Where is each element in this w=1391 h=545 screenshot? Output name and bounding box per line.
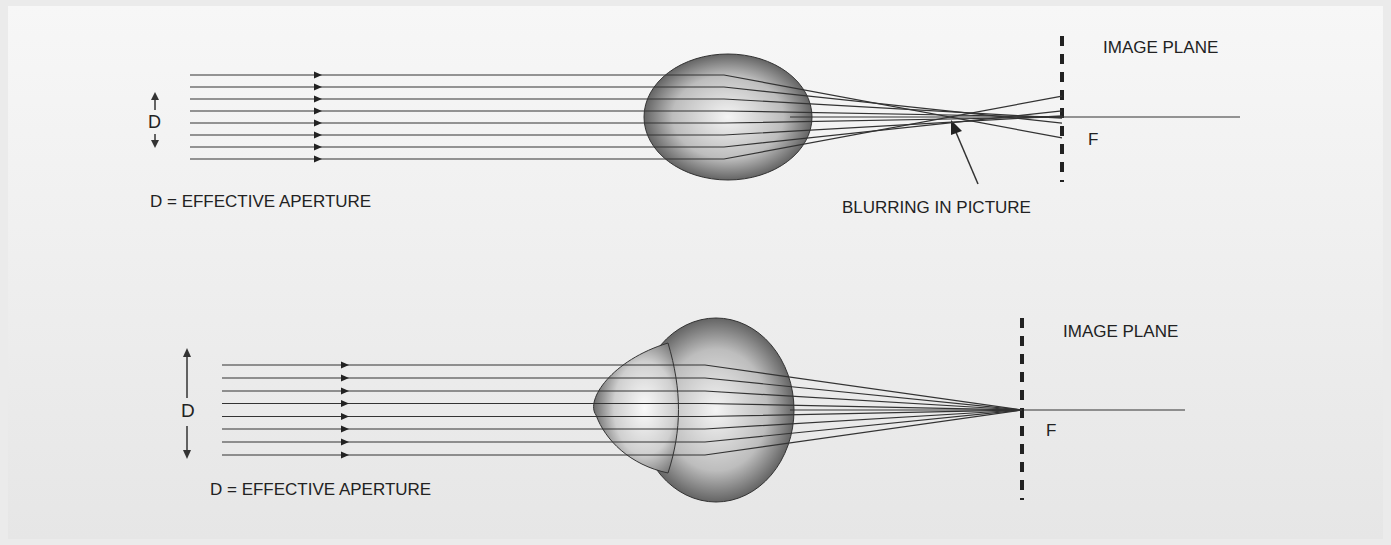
ray-arrowhead	[341, 426, 349, 433]
ray-arrowhead	[314, 156, 322, 163]
ray-arrowhead	[341, 388, 349, 395]
ray-arrowhead	[341, 375, 349, 382]
aperture-symbol: D	[181, 401, 195, 422]
ray-arrowhead	[314, 84, 322, 91]
light-ray	[222, 410, 1022, 442]
leader-arrow	[951, 120, 978, 184]
aperture-caption: D = EFFECTIVE APERTURE	[210, 481, 431, 500]
convex-lens	[644, 54, 812, 180]
focus-label: F	[1046, 422, 1056, 441]
ray-arrowhead	[341, 400, 349, 407]
light-ray	[222, 378, 1022, 410]
light-ray	[190, 96, 1062, 159]
ray-arrowhead	[314, 144, 322, 151]
ray-arrowhead	[314, 120, 322, 127]
light-ray	[190, 87, 1062, 123]
ray-arrowhead	[341, 413, 349, 420]
ray-arrowhead	[314, 132, 322, 139]
aperture-symbol: D	[148, 113, 161, 133]
light-ray	[190, 111, 1062, 147]
ray-arrowhead	[341, 439, 349, 446]
light-ray	[190, 111, 1064, 117]
image-plane-label: IMAGE PLANE	[1063, 323, 1178, 342]
corrector-lens	[594, 343, 679, 473]
ray-arrowhead	[314, 96, 322, 103]
image-plane-label: IMAGE PLANE	[1103, 39, 1218, 58]
image-plane	[1020, 318, 1024, 500]
light-ray	[190, 75, 1062, 138]
focus-label: F	[1088, 131, 1098, 150]
aperture-caption: D = EFFECTIVE APERTURE	[150, 193, 371, 212]
ray-arrowhead	[341, 452, 349, 459]
ray-arrowhead	[341, 362, 349, 369]
light-ray	[222, 365, 1022, 410]
light-ray	[222, 410, 1022, 455]
ray-arrowhead	[314, 108, 322, 115]
background-panel	[8, 6, 1383, 539]
image-plane	[1060, 36, 1064, 182]
blur-label: BLURRING IN PICTURE	[842, 199, 1031, 218]
ray-arrowhead	[314, 72, 322, 79]
